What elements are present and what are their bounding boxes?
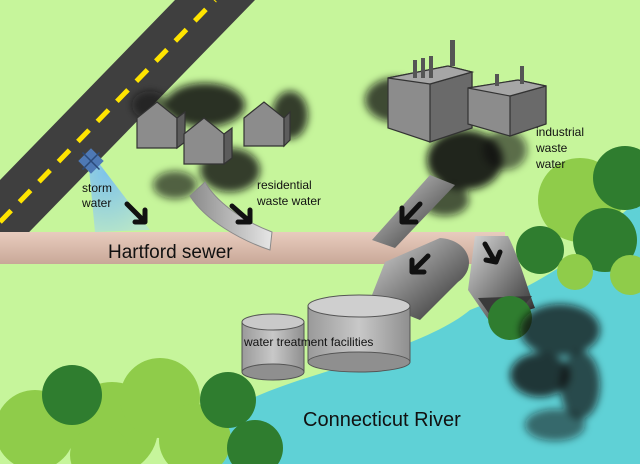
industrial-label-line1: industrial [536, 125, 584, 139]
road [0, 0, 255, 262]
flow-arrow-icon [482, 241, 503, 265]
storm-water-label-line1: storm [82, 181, 112, 195]
residential-label-line2: waste water [256, 194, 321, 208]
flow-arrow-icon [399, 201, 423, 225]
flow-arrow-icon [409, 253, 431, 275]
treatment-label: water treatment facilities [243, 335, 373, 349]
smokestack-icon [495, 66, 524, 86]
storm-water-label-line2: water [81, 196, 111, 210]
connecticut-river-label: Connecticut River [303, 409, 461, 431]
house-icon [243, 101, 291, 148]
factory-icon [387, 65, 475, 143]
smokestack-icon [413, 40, 455, 78]
tree-icon [0, 358, 283, 464]
storm-drain-icon [78, 148, 104, 174]
tank-icon [241, 313, 305, 381]
pollution-river [510, 304, 600, 441]
factory-icon [467, 79, 547, 137]
residential-label-line1: residential [257, 178, 312, 192]
flow-arrow-icon [229, 203, 253, 225]
industrial-label-line3: water [535, 157, 565, 171]
house-icon [183, 117, 233, 166]
hartford-sewer-label: Hartford sewer [108, 242, 233, 263]
tank-icon [307, 294, 411, 373]
residential-pipe [189, 181, 273, 251]
flow-arrow-icon [124, 201, 148, 225]
industrial-label-line2: waste [535, 141, 568, 155]
tree-icon [488, 146, 640, 340]
river-bank [170, 210, 640, 464]
